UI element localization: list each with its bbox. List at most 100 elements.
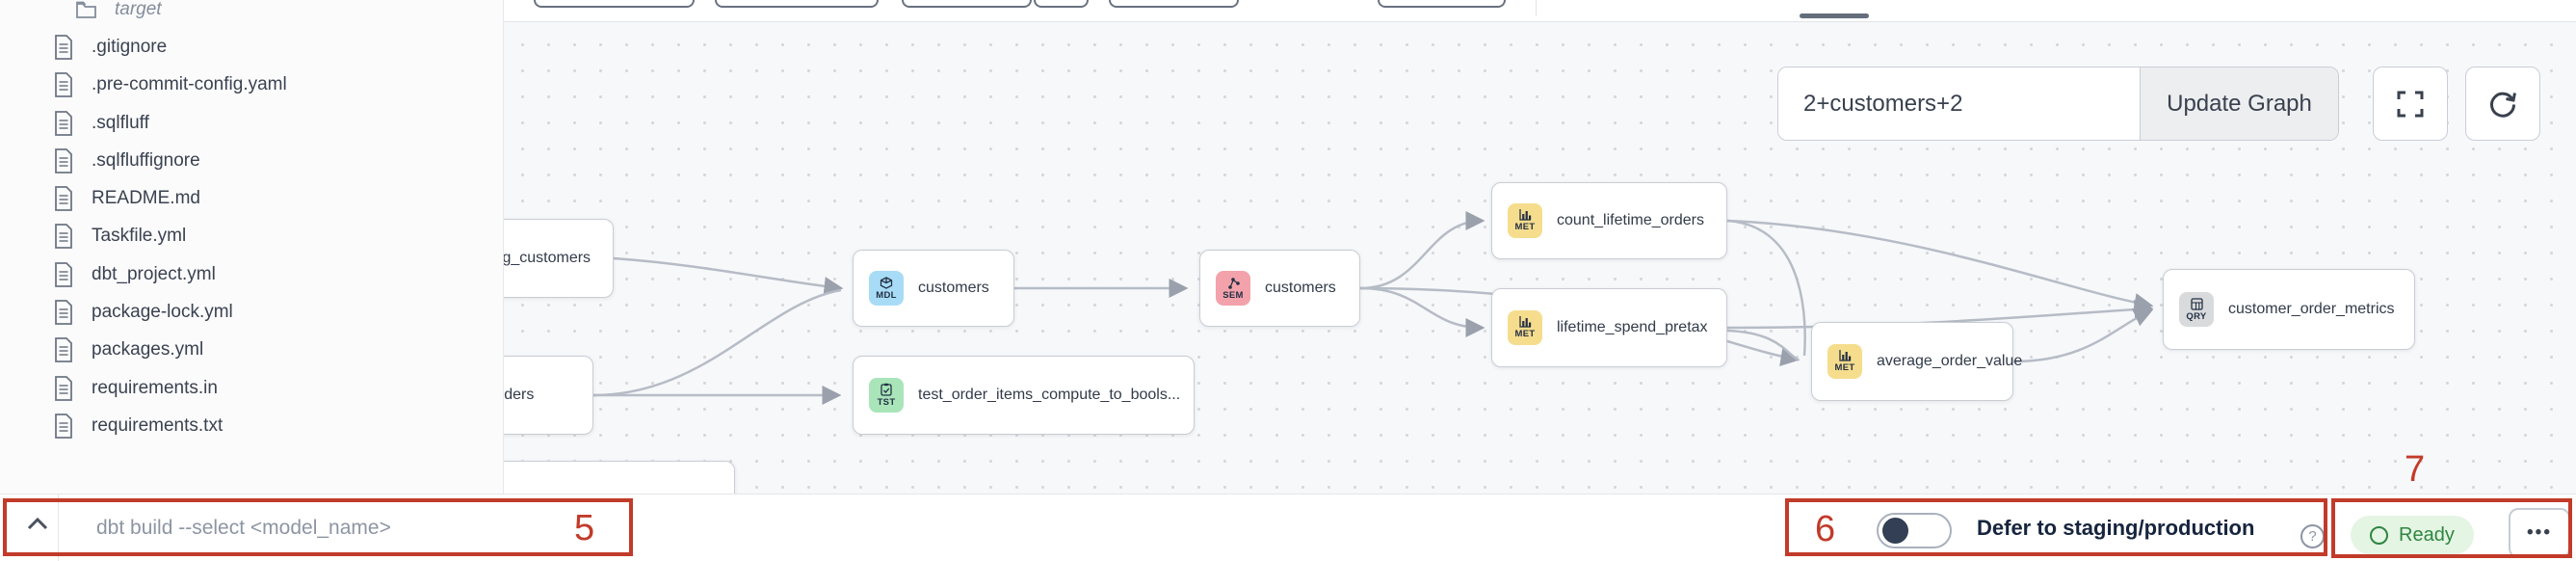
node-partial[interactable] — [504, 461, 735, 494]
refresh-icon — [2490, 92, 2516, 118]
file-name: .gitignore — [92, 36, 168, 57]
overflow-menu-button[interactable]: ••• — [2509, 508, 2570, 558]
file-tree-item[interactable]: .gitignore — [0, 28, 503, 66]
node-customer-order-metrics[interactable]: QRY customer_order_metrics — [2163, 269, 2415, 350]
toggle-knob-icon — [1882, 518, 1908, 544]
help-icon[interactable]: ? — [2300, 524, 2325, 548]
file-name: README.md — [92, 188, 200, 209]
badge-label: MDL — [876, 289, 897, 301]
file-name: .pre-commit-config.yaml — [92, 74, 287, 95]
node-label: test_order_items_compute_to_bools... — [918, 387, 1181, 403]
file-icon — [55, 337, 72, 363]
badge-label: SEM — [1222, 289, 1244, 301]
file-tree-panel: target .gitignore .pre-commit-config.yam… — [0, 0, 504, 494]
node-label: customers — [1265, 280, 1336, 296]
file-icon — [55, 414, 72, 439]
file-name: .sqlfluff — [92, 112, 149, 133]
model-badge: MDL — [869, 271, 904, 306]
file-name: dbt_project.yml — [92, 263, 216, 284]
node-count-lifetime-orders[interactable]: MET count_lifetime_orders — [1491, 182, 1727, 259]
status-badge[interactable]: Ready — [2351, 516, 2474, 554]
folder-icon — [76, 1, 96, 18]
file-tree: target .gitignore .pre-commit-config.yam… — [0, 0, 503, 445]
file-tree-item[interactable]: requirements.txt — [0, 407, 503, 444]
node-average-order-value[interactable]: MET average_order_value — [1811, 322, 2022, 401]
command-input[interactable]: dbt build --select <model_name> — [96, 517, 391, 539]
defer-label: Defer to staging/production — [1977, 516, 2255, 540]
file-name: requirements.txt — [92, 414, 223, 436]
file-icon — [55, 35, 72, 60]
semantic-badge: SEM — [1216, 271, 1250, 306]
file-tree-item[interactable]: package-lock.yml — [0, 293, 503, 331]
toolbar-chip[interactable] — [902, 0, 1032, 8]
test-badge: TST — [869, 378, 904, 413]
badge-label: QRY — [2186, 310, 2207, 322]
file-name: package-lock.yml — [92, 302, 233, 323]
metric-badge: MET — [1508, 310, 1542, 345]
badge-label: MET — [1514, 329, 1536, 339]
fullscreen-button[interactable] — [2373, 67, 2448, 141]
graph-selector-value: 2+customers+2 — [1803, 90, 1963, 117]
bar-chart-icon — [1518, 316, 1531, 328]
query-badge: QRY — [2179, 292, 2214, 327]
file-tree-item[interactable]: .sqlfluffignore — [0, 142, 503, 179]
bar-chart-icon — [1518, 209, 1531, 221]
cube-icon — [880, 276, 893, 289]
node-label: customer_order_metrics — [2228, 301, 2395, 317]
status-circle-icon — [2370, 525, 2388, 545]
node-stg-customers[interactable]: stg_customers — [504, 219, 614, 298]
node-label: customers — [918, 280, 989, 296]
file-tree-item[interactable]: Taskfile.yml — [0, 218, 503, 255]
badge-label: MET — [1514, 222, 1536, 232]
file-tree-item-target[interactable]: target — [0, 0, 503, 28]
node-customers-model[interactable]: MDL customers — [853, 250, 1014, 327]
file-tree-item[interactable]: .pre-commit-config.yaml — [0, 67, 503, 104]
file-name: requirements.in — [92, 377, 218, 398]
branch-icon — [1227, 277, 1240, 289]
toolbar-chip[interactable] — [534, 0, 695, 8]
file-name: target — [115, 0, 162, 19]
file-name: Taskfile.yml — [92, 226, 187, 247]
toolbar-chip[interactable] — [1034, 0, 1089, 8]
file-tree-item[interactable]: requirements.in — [0, 369, 503, 407]
metric-badge: MET — [1827, 344, 1862, 379]
metric-badge: MET — [1508, 203, 1542, 238]
toolbar-divider — [1536, 0, 1537, 16]
lineage-canvas[interactable]: stg_customers orders MDL customers TST t… — [504, 21, 2576, 494]
node-lifetime-spend-pretax[interactable]: MET lifetime_spend_pretax — [1491, 288, 1727, 367]
lineage-toolbar-strip — [504, 0, 2576, 21]
status-label: Ready — [2399, 523, 2455, 546]
graph-selector-input[interactable]: 2+customers+2 — [1778, 67, 2140, 140]
file-name: packages.yml — [92, 339, 204, 361]
command-bar: dbt build --select <model_name> Defer to… — [0, 494, 2576, 561]
query-grid-icon — [2190, 297, 2203, 310]
toolbar-chip[interactable] — [1378, 0, 1506, 8]
node-label: average_order_value — [1877, 353, 2023, 369]
node-label: count_lifetime_orders — [1557, 212, 1704, 228]
node-orders[interactable]: orders — [504, 356, 593, 435]
file-tree-item[interactable]: README.md — [0, 179, 503, 217]
node-customers-semantic[interactable]: SEM customers — [1199, 250, 1360, 327]
toolbar-chip[interactable] — [1109, 0, 1239, 8]
node-label: stg_customers — [504, 250, 591, 266]
defer-toggle[interactable] — [1877, 513, 1952, 548]
node-test-order-items[interactable]: TST test_order_items_compute_to_bools... — [853, 356, 1195, 435]
node-label: lifetime_spend_pretax — [1557, 319, 1708, 335]
chevron-up-icon[interactable] — [25, 516, 50, 531]
file-tree-item[interactable]: dbt_project.yml — [0, 255, 503, 293]
file-icon — [55, 72, 72, 98]
file-icon — [55, 147, 72, 174]
toolbar-chip[interactable] — [715, 0, 879, 8]
fullscreen-icon — [2397, 91, 2424, 117]
file-tree-item[interactable]: .sqlfluff — [0, 104, 503, 142]
file-icon — [55, 375, 72, 401]
file-icon — [55, 300, 72, 325]
refresh-button[interactable] — [2465, 67, 2540, 141]
file-icon — [55, 261, 72, 287]
clipboard-check-icon — [881, 383, 892, 396]
file-icon — [55, 186, 72, 212]
file-tree-item[interactable]: packages.yml — [0, 332, 503, 369]
update-graph-button[interactable]: Update Graph — [2140, 67, 2338, 140]
badge-label: MET — [1834, 362, 1855, 373]
